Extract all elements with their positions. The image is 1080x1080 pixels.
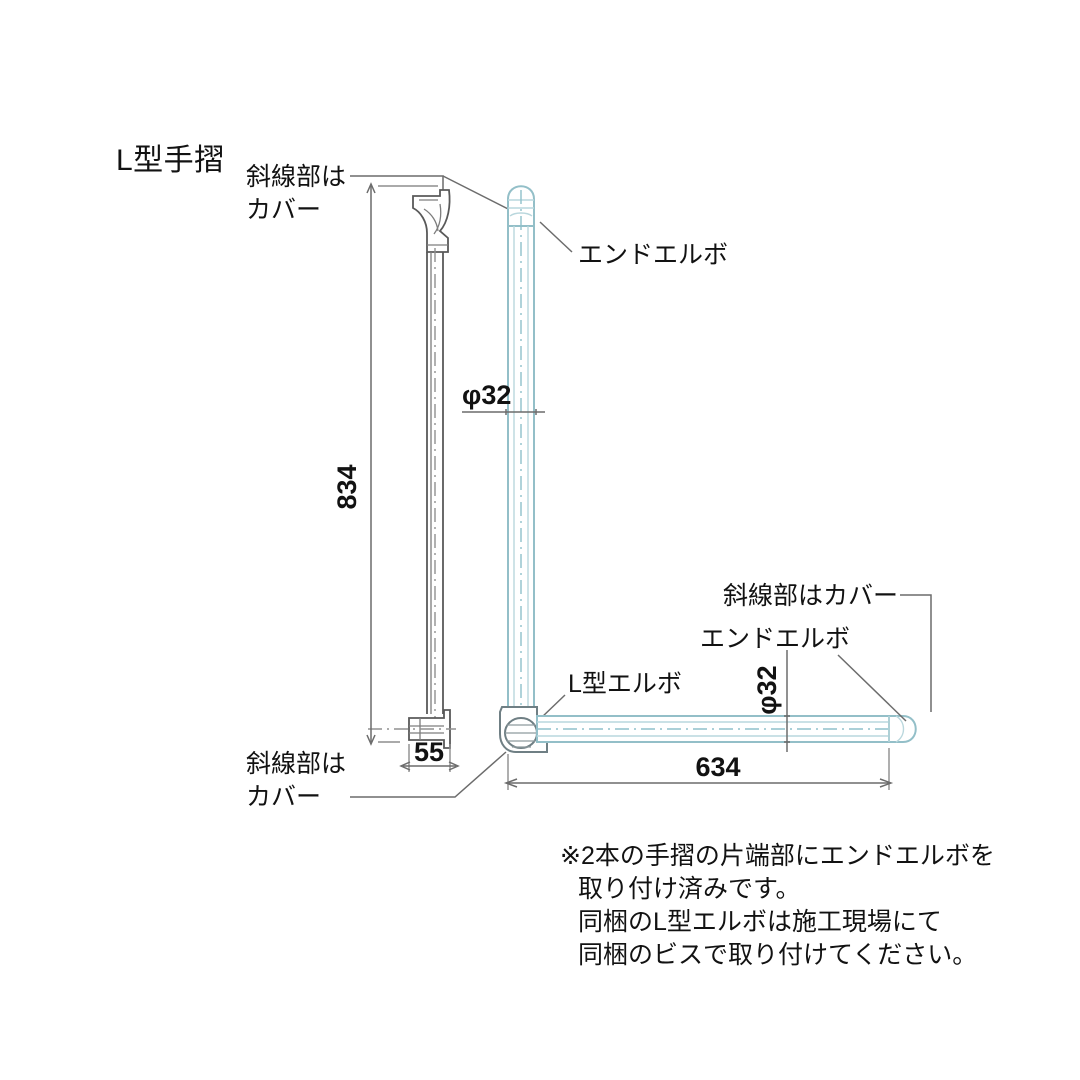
cover-label-right: 斜線部はカバー xyxy=(723,582,898,610)
end-elbow-label-right: エンドエルボ xyxy=(700,625,850,653)
end-elbow-leader-right xyxy=(837,654,907,722)
cover-leader-top-right xyxy=(442,175,517,214)
end-elbow-leader-top xyxy=(539,221,573,253)
cover-label-bottomleft-line1: 斜線部は xyxy=(246,750,346,778)
dim55-arrow-right xyxy=(448,761,460,771)
dim55-arrow-left xyxy=(399,761,411,771)
vertical-handrail-tube xyxy=(507,185,535,725)
dim834-value: 834 xyxy=(332,464,362,509)
note-line-4: 同梱のビスで取り付けてください。 xyxy=(578,941,977,969)
top-cover-line3 xyxy=(433,203,442,235)
l-type-corner-elbow xyxy=(499,706,548,753)
dim834-arrow-bottom xyxy=(366,734,376,746)
dimension-634: 634 xyxy=(503,748,894,790)
vertical-tube-end-cap xyxy=(507,185,535,227)
dim834-arrow-top xyxy=(366,182,376,194)
dim634-value: 634 xyxy=(695,752,740,782)
dimension-phi32-vertical: φ32 xyxy=(462,380,545,415)
vertical-gray-tube xyxy=(426,252,444,714)
horizontal-cap-hatch1 xyxy=(895,715,905,743)
end-elbow-label-top: エンドエルボ xyxy=(578,241,728,269)
note-line-2: 取り付け済みです。 xyxy=(578,875,801,903)
dimension-phi32-horizontal: φ32 xyxy=(752,650,790,752)
dimension-834: 834 xyxy=(332,182,438,746)
cover-label-top-line1: 斜線部は xyxy=(246,163,346,191)
dimension-55: 55 xyxy=(399,737,460,772)
cover-label-top-line2: カバー xyxy=(246,196,321,224)
dim634-arrow-left xyxy=(503,778,518,788)
cover-label-bottomleft-line2: カバー xyxy=(246,783,321,811)
vertical-cap-hatch3 xyxy=(509,212,533,217)
horizontal-tube-end-cap xyxy=(888,715,917,743)
l-elbow-leader xyxy=(540,694,566,719)
phi32-horizontal-value: φ32 xyxy=(752,665,782,714)
cover-leader-bottom-left xyxy=(350,751,507,798)
phi32-vertical-value: φ32 xyxy=(462,380,511,410)
dim634-arrow-right xyxy=(879,778,894,788)
note-line-3: 同梱のL型エルボは施工現場にて xyxy=(578,908,942,936)
note-block: ※2本の手摺の片端部にエンドエルボを 取り付け済みです。 同梱のL型エルボは施工… xyxy=(560,842,995,969)
cover-leader-right xyxy=(900,594,932,712)
drawing-title: L型手摺 xyxy=(116,144,225,177)
dim55-value: 55 xyxy=(414,737,444,767)
horizontal-handrail-tube xyxy=(536,715,917,743)
note-line-1: ※2本の手摺の片端部にエンドエルボを xyxy=(560,842,995,870)
l-elbow-label: L型エルボ xyxy=(568,670,682,698)
